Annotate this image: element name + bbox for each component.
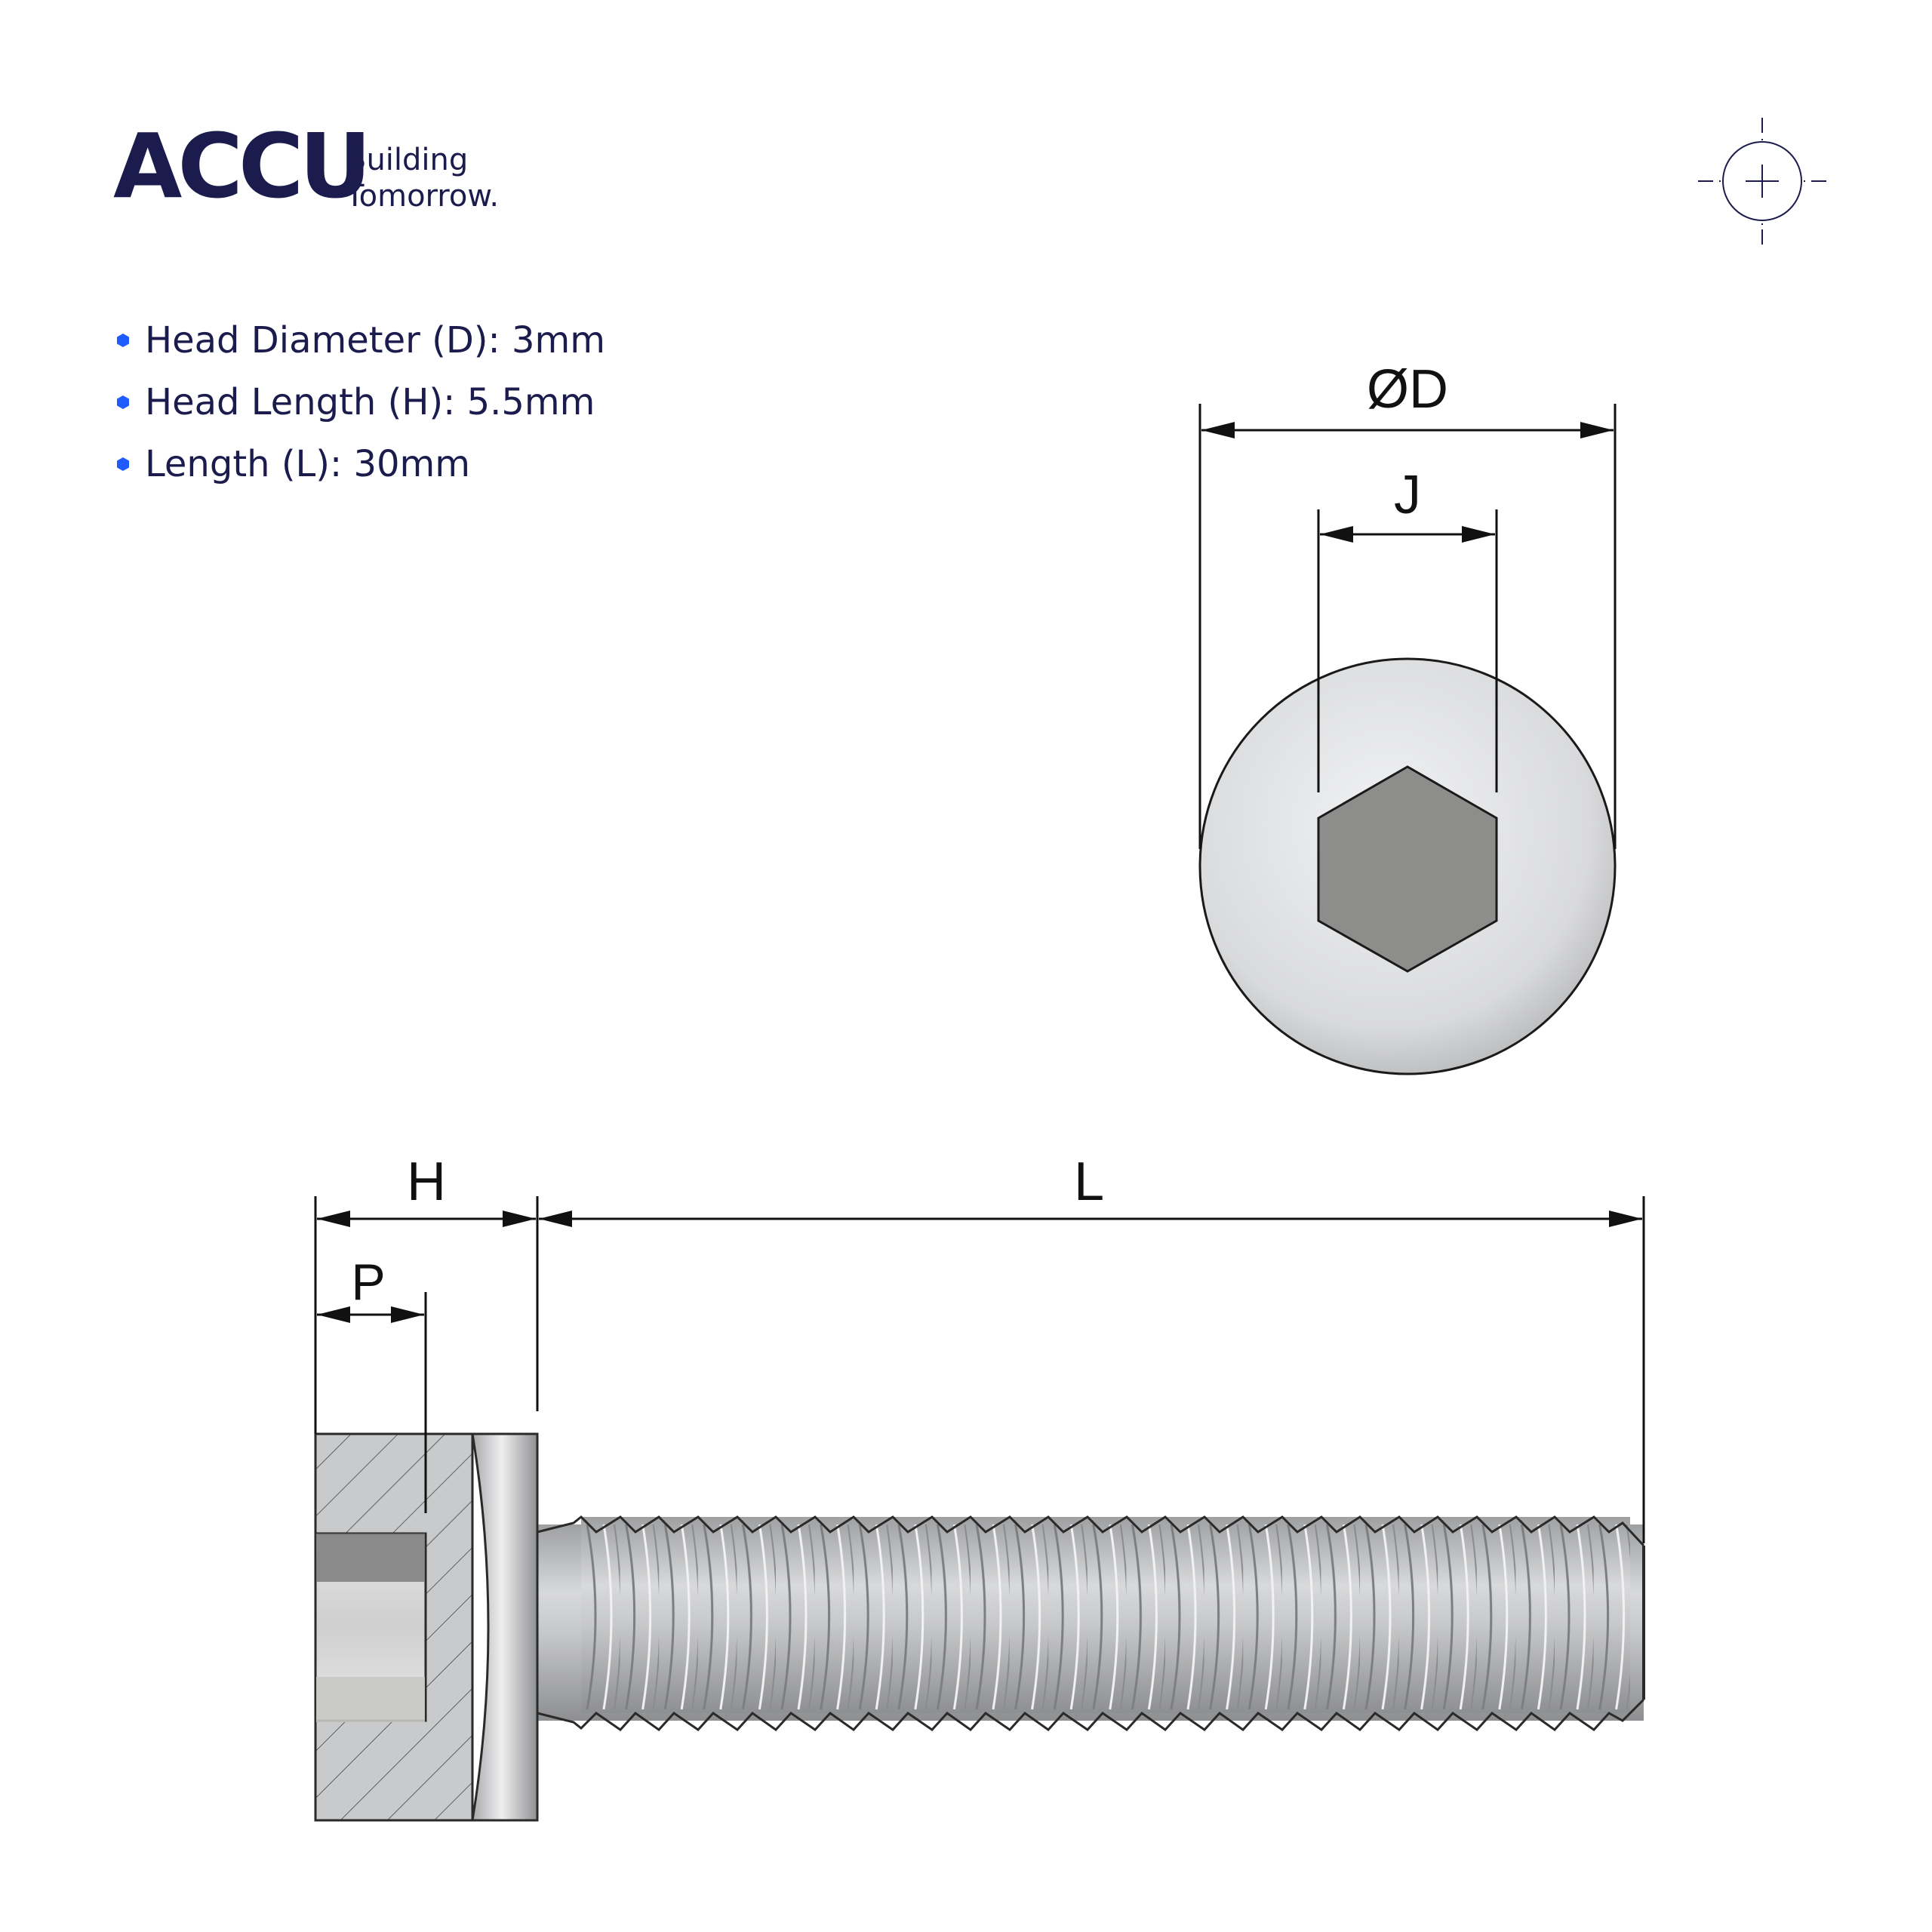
spec-item-head-diameter: Head Diameter (D): 3mm (113, 309, 605, 371)
logo-tagline-line2: Tomorrow. (346, 179, 500, 214)
brand-logo: ACCU Building Tomorrow. (113, 113, 566, 219)
logo-tagline: Building Tomorrow. (346, 142, 499, 214)
head-rim (471, 1432, 539, 1822)
spec-list: Head Diameter (D): 3mm Head Length (H): … (113, 309, 605, 495)
thread-profile-bottom (537, 1698, 1645, 1731)
spec-text: Head Diameter (D): 3mm (145, 319, 606, 361)
dimension-label-diameter: ØD (1367, 359, 1448, 420)
crosshair-icon (1698, 118, 1826, 245)
spec-item-length: Length (L): 30mm (113, 433, 605, 495)
bolt-side-view (314, 1432, 1645, 1822)
dimension-socket-depth (317, 1292, 427, 1513)
dimension-label-hex-width: J (1394, 465, 1421, 525)
hexagon-bullet-icon (117, 395, 129, 409)
logo-tagline-line1: Building (346, 143, 469, 177)
spec-item-head-length: Head Length (H): 5.5mm (113, 371, 605, 433)
hex-socket (1317, 765, 1498, 973)
dimension-diameter (1198, 404, 1617, 849)
thread-profile-top (537, 1515, 1645, 1547)
dimension-hex-width (1317, 509, 1498, 792)
hexagon-bullet-icon (117, 457, 129, 471)
spec-text: Head Length (H): 5.5mm (145, 381, 595, 423)
dimension-length (539, 1196, 1645, 1543)
head-front-view (1198, 657, 1617, 1075)
dimension-head-length (314, 1196, 539, 1434)
bolt-threads (581, 1517, 1630, 1730)
logo-wordmark: ACCU (113, 114, 371, 218)
dimension-label-length: L (1074, 1152, 1104, 1212)
dimension-label-socket-depth: P (351, 1254, 385, 1311)
dimension-label-head-length: H (407, 1152, 446, 1212)
hexagon-bullet-icon (117, 334, 129, 347)
spec-text: Length (L): 30mm (145, 443, 471, 485)
